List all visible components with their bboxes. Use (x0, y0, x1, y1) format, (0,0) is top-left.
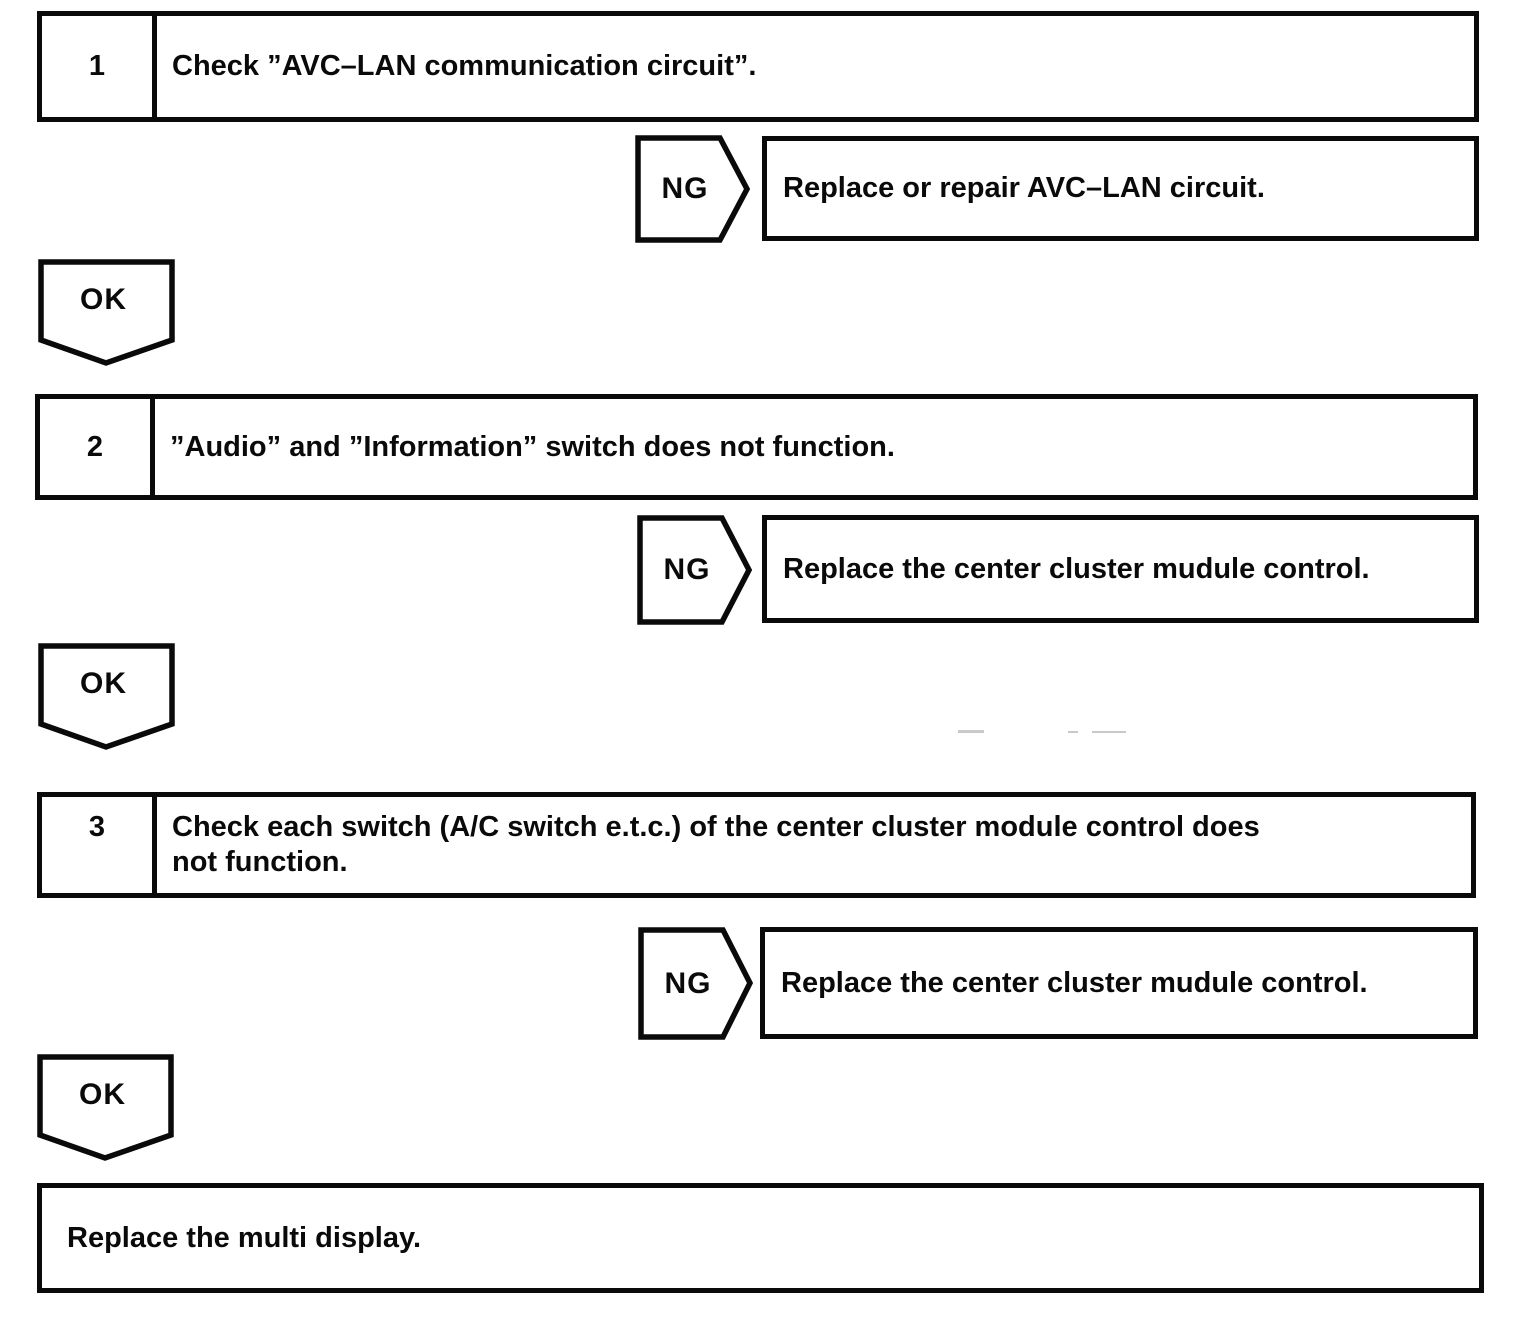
step-2-number: 2 (40, 399, 155, 495)
ng-1-result-text: Replace or repair AVC–LAN circuit. (783, 172, 1265, 204)
scan-artifact (1068, 731, 1078, 733)
step-1-box: 1 Check ”AVC–LAN communication circuit”. (37, 11, 1479, 122)
ng-pentagon-icon (638, 927, 753, 1040)
scan-artifact (958, 730, 984, 733)
final-action-text: Replace the multi display. (67, 1221, 422, 1254)
ng-2-label: NG (663, 553, 711, 586)
ng-1-result-box: Replace or repair AVC–LAN circuit. (762, 136, 1479, 241)
ok-1-arrow: OK (38, 259, 175, 366)
ng-pentagon-icon (635, 135, 750, 243)
step-2-instruction: ”Audio” and ”Information” switch does no… (170, 430, 895, 463)
ng-2-arrow: NG (637, 515, 752, 625)
step-2-box: 2 ”Audio” and ”Information” switch does … (35, 394, 1478, 500)
ok-2-label: OK (80, 666, 127, 700)
ok-2-arrow: OK (38, 643, 175, 750)
ng-3-label: NG (664, 966, 712, 1000)
ng-3-arrow: NG (638, 927, 753, 1040)
ng-3-result-text: Replace the center cluster mudule contro… (781, 966, 1368, 999)
ng-1-arrow: NG (635, 135, 750, 243)
ok-3-arrow: OK (37, 1054, 174, 1161)
ok-pentagon-icon (38, 643, 175, 750)
step-3-number: 3 (42, 797, 157, 893)
ng-2-result-text: Replace the center cluster mudule contro… (783, 552, 1370, 585)
step-3-instruction: Check each switch (A/C switch e.t.c.) of… (172, 811, 1260, 878)
ok-3-label: OK (79, 1077, 126, 1111)
ng-2-result-box: Replace the center cluster mudule contro… (762, 515, 1479, 623)
scan-artifact (1092, 731, 1126, 733)
step-3-box: 3 Check each switch (A/C switch e.t.c.) … (37, 792, 1476, 898)
ng-1-label: NG (661, 172, 709, 205)
step-1-number: 1 (42, 16, 157, 117)
final-action-box: Replace the multi display. (37, 1183, 1484, 1293)
ng-pentagon-icon (637, 515, 752, 625)
ok-pentagon-icon (38, 259, 175, 366)
ng-3-result-box: Replace the center cluster mudule contro… (760, 927, 1478, 1039)
ok-pentagon-icon (37, 1054, 174, 1161)
ok-1-label: OK (80, 282, 127, 316)
step-1-instruction: Check ”AVC–LAN communication circuit”. (172, 50, 757, 82)
